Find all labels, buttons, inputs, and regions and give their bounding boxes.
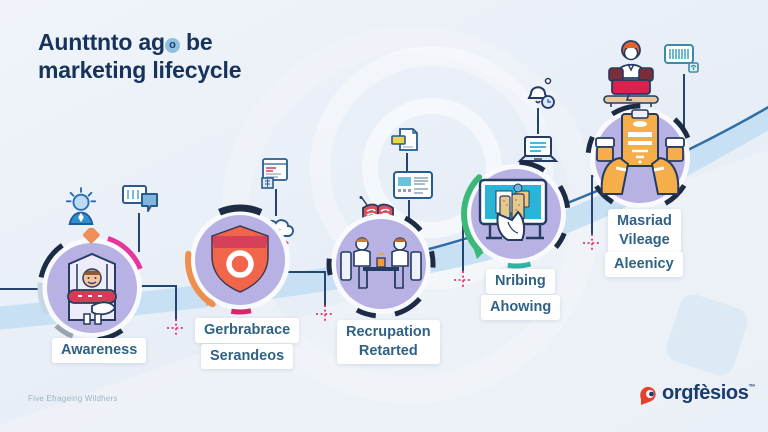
- stage-circle-gerbrabrace: [180, 200, 300, 320]
- label-line: Vileage: [619, 231, 670, 248]
- milestone-cross-markers: [167, 234, 601, 337]
- label-serandeos: Serandeos: [201, 344, 294, 369]
- trademark-symbol: ™: [748, 384, 756, 391]
- footer-caption: Five Efrageing Wildhers: [28, 394, 118, 403]
- title-text-b: be: [179, 29, 213, 55]
- barcode-ticket-icon: [664, 44, 699, 73]
- browser-window-icon: [261, 158, 288, 189]
- chat-messages-icon: [122, 185, 158, 212]
- label-masriad-vileage: Masriad Vileage: [608, 209, 681, 253]
- stage-circle-recrupation: [321, 204, 441, 324]
- tablet-doc-icon: [393, 171, 433, 199]
- label-recrupation-retarted: Recrupation Retarted: [337, 320, 440, 364]
- file-tag-icon: [391, 128, 418, 151]
- title-dot-icon: o: [164, 38, 180, 53]
- diamond-marker-icon: [82, 228, 100, 244]
- label-line: Gerbrabrace: [204, 322, 291, 338]
- stage-circle-masriad: [580, 98, 700, 218]
- label-gerbrabrace: Gerbrabrace: [195, 318, 300, 343]
- brand-logo-icon: [640, 386, 656, 405]
- label-line: Retarted: [358, 342, 418, 359]
- stage-circle-awareness: [32, 228, 152, 348]
- brand-logo: orgfèsios ™: [638, 383, 755, 408]
- label-aleenicy: Aleenicy: [605, 252, 683, 277]
- clipboard-hands-illustration: [595, 109, 685, 195]
- label-awareness: Awareness: [52, 338, 147, 363]
- monitor-hand-illustration: [478, 178, 548, 241]
- laptop-icon: [517, 136, 559, 162]
- stage-circle-nribing: [456, 154, 576, 274]
- shield-illustration: [211, 225, 269, 293]
- label-nribing: Nribing: [486, 269, 555, 294]
- idea-person-icon: [65, 187, 97, 225]
- label-line: Masriad: [617, 213, 672, 229]
- title-line-2: marketing lifecycle: [38, 57, 242, 84]
- label-line: Awareness: [61, 342, 138, 358]
- label-line: Serandeos: [210, 348, 285, 364]
- bell-clock-icon: [527, 77, 555, 109]
- label-line: Recrupation: [346, 324, 431, 340]
- label-line: Aleenicy: [614, 256, 674, 272]
- booth-person-megaphone-illustration: [67, 252, 117, 325]
- interview-meeting-illustration: [340, 237, 422, 289]
- brand-name: orgfèsios: [662, 382, 749, 404]
- desk-person-icon: [603, 40, 659, 107]
- label-ahowing: Ahowing: [481, 295, 561, 320]
- title-text-a: Aunttnto ag: [38, 29, 165, 55]
- label-line: Ahowing: [490, 299, 552, 315]
- label-line: Nribing: [495, 273, 546, 289]
